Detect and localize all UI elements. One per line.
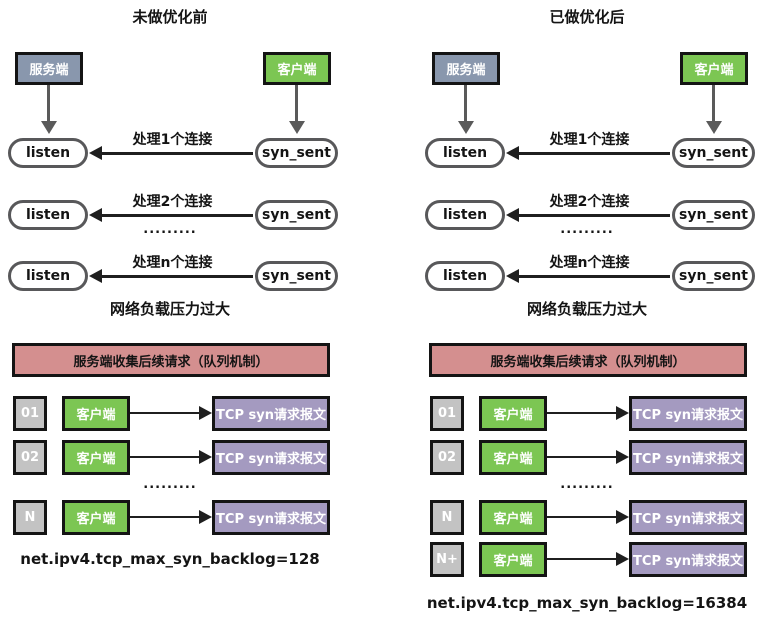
server-down-arrow-line bbox=[464, 85, 467, 123]
client-down-arrow-line bbox=[295, 85, 298, 123]
server-down-arrow-head-icon bbox=[41, 121, 57, 134]
connection-arrow-line bbox=[517, 275, 670, 278]
connection-arrow-line bbox=[100, 275, 253, 278]
queue-client-box: 客户端 bbox=[479, 440, 547, 475]
queue-client-box: 客户端 bbox=[62, 500, 130, 535]
queue-index-box: 02 bbox=[13, 440, 47, 475]
listen-node: listen bbox=[425, 261, 505, 291]
listen-node: listen bbox=[8, 200, 88, 230]
connection-arrow-line bbox=[100, 152, 253, 155]
queue-banner: 服务端收集后续请求（队列机制） bbox=[12, 343, 330, 377]
queue-client-box: 客户端 bbox=[479, 542, 547, 577]
queue-index-box: N bbox=[13, 500, 47, 535]
ellipsis-text: ......... bbox=[560, 222, 614, 237]
queue-arrow-head-icon bbox=[199, 406, 212, 420]
queue-index-box: N+ bbox=[430, 542, 464, 577]
queue-arrow-head-icon bbox=[616, 510, 629, 524]
queue-arrow-head-icon bbox=[199, 510, 212, 524]
queue-arrow-head-icon bbox=[616, 552, 629, 566]
sysctl-text: net.ipv4.tcp_max_syn_backlog=16384 bbox=[426, 594, 748, 612]
overload-text: 网络负载压力过大 bbox=[109, 300, 230, 318]
queue-arrow-line bbox=[130, 456, 202, 458]
client-down-arrow-head-icon bbox=[706, 121, 722, 134]
client-box: 客户端 bbox=[263, 52, 331, 85]
syn-sent-node: syn_sent bbox=[672, 138, 755, 168]
connection-arrow-head-icon bbox=[89, 146, 102, 160]
syn-sent-node: syn_sent bbox=[255, 200, 338, 230]
column-title: 已做优化后 bbox=[549, 8, 625, 26]
syn-sent-node: syn_sent bbox=[672, 261, 755, 291]
queue-packet-box: TCP syn请求报文 bbox=[212, 440, 330, 475]
queue-arrow-head-icon bbox=[616, 406, 629, 420]
queue-client-box: 客户端 bbox=[479, 396, 547, 431]
queue-arrow-head-icon bbox=[616, 450, 629, 464]
overload-text: 网络负载压力过大 bbox=[526, 300, 647, 318]
queue-arrow-line bbox=[130, 412, 202, 414]
syn-sent-node: syn_sent bbox=[672, 200, 755, 230]
queue-packet-box: TCP syn请求报文 bbox=[629, 440, 747, 475]
queue-client-box: 客户端 bbox=[62, 396, 130, 431]
listen-node: listen bbox=[8, 138, 88, 168]
connection-arrow-line bbox=[517, 152, 670, 155]
queue-arrow-line bbox=[547, 412, 619, 414]
queue-index-box: 01 bbox=[13, 396, 47, 431]
connection-label: 处理1个连接 bbox=[132, 132, 213, 148]
queue-client-box: 客户端 bbox=[62, 440, 130, 475]
connection-arrow-line bbox=[100, 214, 253, 217]
connection-label: 处理n个连接 bbox=[549, 255, 630, 271]
queue-ellipsis-text: ......... bbox=[143, 477, 197, 492]
queue-index-box: 02 bbox=[430, 440, 464, 475]
column-after-optimization: 已做优化后 服务端 客户端 listen 处理1个连接 syn_sent lis… bbox=[417, 0, 759, 619]
syn-sent-node: syn_sent bbox=[255, 138, 338, 168]
connection-arrow-head-icon bbox=[89, 269, 102, 283]
listen-node: listen bbox=[425, 200, 505, 230]
queue-banner: 服务端收集后续请求（队列机制） bbox=[429, 343, 747, 377]
queue-index-box: N bbox=[430, 500, 464, 535]
queue-arrow-line bbox=[547, 456, 619, 458]
server-box: 服务端 bbox=[432, 52, 500, 85]
queue-client-box: 客户端 bbox=[479, 500, 547, 535]
connection-arrow-head-icon bbox=[89, 208, 102, 222]
server-down-arrow-head-icon bbox=[458, 121, 474, 134]
server-down-arrow-line bbox=[47, 85, 50, 123]
listen-node: listen bbox=[425, 138, 505, 168]
queue-packet-box: TCP syn请求报文 bbox=[629, 542, 747, 577]
connection-label: 处理n个连接 bbox=[132, 255, 213, 271]
ellipsis-text: ......... bbox=[143, 222, 197, 237]
connection-label: 处理2个连接 bbox=[132, 194, 213, 210]
client-box: 客户端 bbox=[680, 52, 748, 85]
column-title: 未做优化前 bbox=[132, 8, 208, 26]
server-box: 服务端 bbox=[15, 52, 83, 85]
sysctl-text: net.ipv4.tcp_max_syn_backlog=128 bbox=[20, 550, 320, 568]
connection-arrow-line bbox=[517, 214, 670, 217]
connection-arrow-head-icon bbox=[506, 208, 519, 222]
queue-arrow-line bbox=[547, 516, 619, 518]
queue-packet-box: TCP syn请求报文 bbox=[629, 500, 747, 535]
connection-label: 处理2个连接 bbox=[549, 194, 630, 210]
queue-packet-box: TCP syn请求报文 bbox=[212, 396, 330, 431]
client-down-arrow-head-icon bbox=[289, 121, 305, 134]
client-down-arrow-line bbox=[712, 85, 715, 123]
syn-sent-node: syn_sent bbox=[255, 261, 338, 291]
connection-arrow-head-icon bbox=[506, 146, 519, 160]
queue-ellipsis-text: ......... bbox=[560, 477, 614, 492]
queue-index-box: 01 bbox=[430, 396, 464, 431]
queue-packet-box: TCP syn请求报文 bbox=[212, 500, 330, 535]
queue-arrow-head-icon bbox=[199, 450, 212, 464]
queue-arrow-line bbox=[130, 516, 202, 518]
queue-arrow-line bbox=[547, 558, 619, 560]
column-before-optimization: 未做优化前 服务端 客户端 listen 处理1个连接 syn_sent lis… bbox=[0, 0, 342, 619]
queue-packet-box: TCP syn请求报文 bbox=[629, 396, 747, 431]
connection-label: 处理1个连接 bbox=[549, 132, 630, 148]
listen-node: listen bbox=[8, 261, 88, 291]
connection-arrow-head-icon bbox=[506, 269, 519, 283]
